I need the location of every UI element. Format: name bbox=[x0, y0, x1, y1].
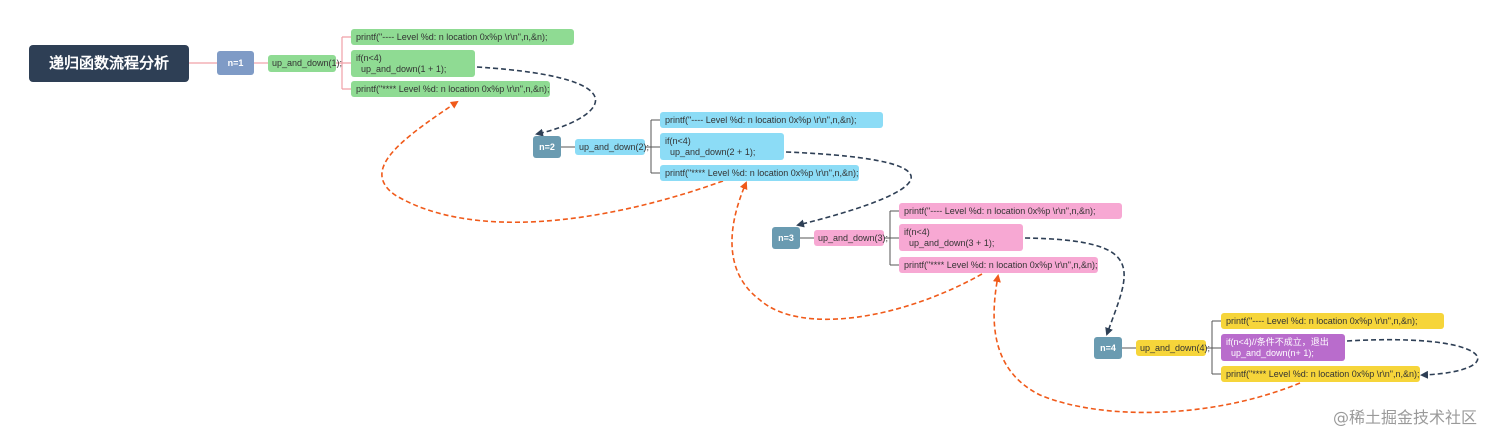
recursive-call: up_and_down(n+ 1); bbox=[1226, 347, 1314, 358]
level-label-n4[interactable]: n=4 bbox=[1094, 337, 1122, 359]
return-arrow-2-to-1 bbox=[381, 100, 724, 224]
level-label-n3[interactable]: n=3 bbox=[772, 227, 800, 249]
call-arrow-1-to-2 bbox=[476, 66, 597, 137]
connectors-level-2 bbox=[561, 119, 660, 174]
call-node-level-4[interactable]: up_and_down(4); bbox=[1136, 340, 1210, 356]
if-condition: if(n<4) bbox=[665, 135, 691, 146]
call-arrow-3-to-4 bbox=[1024, 237, 1125, 336]
printf-before-text: printf("---- Level %d: n location 0x%p \… bbox=[904, 205, 1096, 216]
printf-before-level-4[interactable]: printf("---- Level %d: n location 0x%p \… bbox=[1221, 313, 1444, 329]
return-arrow-3-to-2 bbox=[731, 181, 983, 321]
return-arrow-4-to-3 bbox=[992, 274, 1301, 414]
if-condition: if(n<4) bbox=[904, 226, 930, 237]
level-label-n1[interactable]: n=1 bbox=[217, 51, 254, 75]
printf-before-level-1[interactable]: printf("---- Level %d: n location 0x%p \… bbox=[351, 29, 574, 45]
printf-before-level-3[interactable]: printf("---- Level %d: n location 0x%p \… bbox=[899, 203, 1122, 219]
printf-before-level-2[interactable]: printf("---- Level %d: n location 0x%p \… bbox=[660, 112, 883, 128]
printf-before-text: printf("---- Level %d: n location 0x%p \… bbox=[356, 31, 548, 42]
printf-after-text: printf("**** Level %d: n location 0x%p \… bbox=[904, 259, 1098, 270]
if-node-level-1[interactable]: if(n<4) up_and_down(1 + 1); bbox=[351, 50, 475, 77]
if-node-level-4[interactable]: if(n<4)//条件不成立，退出 up_and_down(n+ 1); bbox=[1221, 334, 1345, 361]
if-condition: if(n<4)//条件不成立，退出 bbox=[1226, 336, 1329, 347]
if-node-level-3[interactable]: if(n<4) up_and_down(3 + 1); bbox=[899, 224, 1023, 251]
root-topic[interactable]: 递归函数流程分析 bbox=[29, 45, 189, 82]
if-node-level-2[interactable]: if(n<4) up_and_down(2 + 1); bbox=[660, 133, 784, 160]
call-arrow-4-to-after bbox=[1346, 338, 1479, 379]
call-node-level-2[interactable]: up_and_down(2); bbox=[575, 139, 649, 155]
printf-after-level-4[interactable]: printf("**** Level %d: n location 0x%p \… bbox=[1221, 366, 1420, 382]
level-label-n2[interactable]: n=2 bbox=[533, 136, 561, 158]
printf-after-text: printf("**** Level %d: n location 0x%p \… bbox=[665, 167, 859, 178]
recursive-call: up_and_down(3 + 1); bbox=[904, 237, 995, 248]
recursive-call: up_and_down(1 + 1); bbox=[356, 63, 447, 74]
connectors-level-3 bbox=[800, 210, 899, 266]
connectors-level-1 bbox=[189, 36, 351, 90]
printf-after-text: printf("**** Level %d: n location 0x%p \… bbox=[1226, 368, 1420, 379]
printf-before-text: printf("---- Level %d: n location 0x%p \… bbox=[665, 114, 857, 125]
printf-after-level-3[interactable]: printf("**** Level %d: n location 0x%p \… bbox=[899, 257, 1098, 273]
printf-after-level-2[interactable]: printf("**** Level %d: n location 0x%p \… bbox=[660, 165, 859, 181]
watermark: @稀土掘金技术社区 bbox=[1333, 408, 1478, 427]
connectors-level-4 bbox=[1122, 320, 1221, 375]
call-arrow-2-to-3 bbox=[785, 151, 912, 228]
if-condition: if(n<4) bbox=[356, 52, 382, 63]
printf-after-text: printf("**** Level %d: n location 0x%p \… bbox=[356, 83, 550, 94]
call-node-level-3[interactable]: up_and_down(3); bbox=[814, 230, 888, 246]
printf-before-text: printf("---- Level %d: n location 0x%p \… bbox=[1226, 315, 1418, 326]
call-node-level-1[interactable]: up_and_down(1); bbox=[268, 55, 342, 72]
recursive-call: up_and_down(2 + 1); bbox=[665, 146, 756, 157]
printf-after-level-1[interactable]: printf("**** Level %d: n location 0x%p \… bbox=[351, 81, 550, 97]
